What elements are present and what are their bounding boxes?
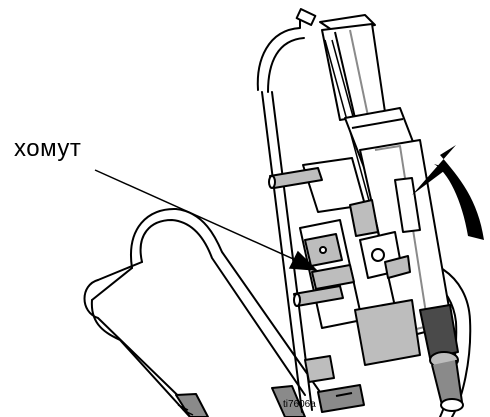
pump-body — [268, 14, 464, 412]
rotation-arrow — [412, 145, 484, 240]
clamp-callout-label: хомут — [14, 135, 82, 162]
leader-line — [94, 169, 318, 271]
lower-fittings — [304, 355, 365, 413]
side-tube — [256, 8, 317, 413]
frame-leg — [175, 385, 306, 417]
figure-code: ti7606a — [283, 399, 316, 410]
